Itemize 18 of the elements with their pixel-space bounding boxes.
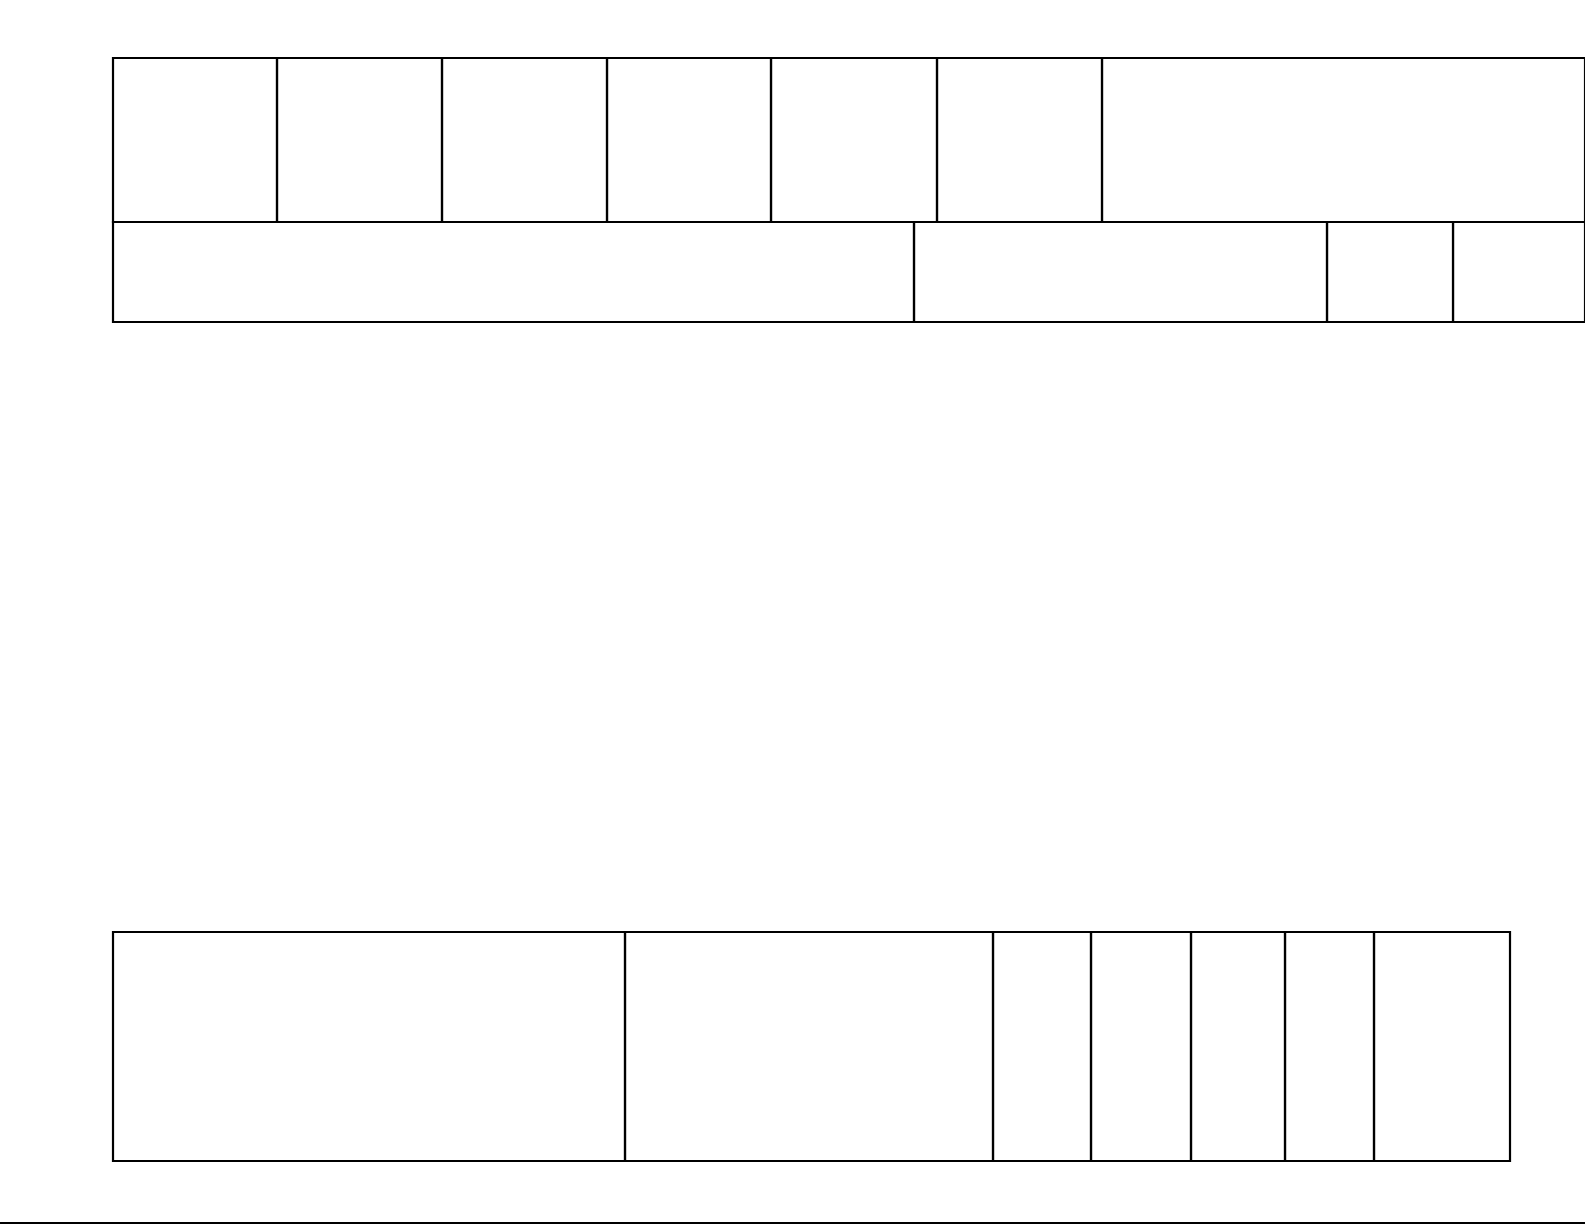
table-cell [1089,930,1193,1163]
table-cell [623,930,995,1163]
table-cell [111,56,279,224]
table-cell [111,930,627,1163]
table-cell [912,220,1329,324]
table-cell [111,220,916,324]
table-cell [769,56,939,224]
table-cell [991,930,1093,1163]
table-cell [1283,930,1376,1163]
table-cell [1100,56,1585,224]
table-cell [1451,220,1585,324]
table-cell [1325,220,1455,324]
table-cell [605,56,773,224]
table-cell [935,56,1104,224]
table-cell [275,56,444,224]
table-cell [1372,930,1512,1163]
table-cell [1189,930,1287,1163]
table-cell [440,56,609,224]
